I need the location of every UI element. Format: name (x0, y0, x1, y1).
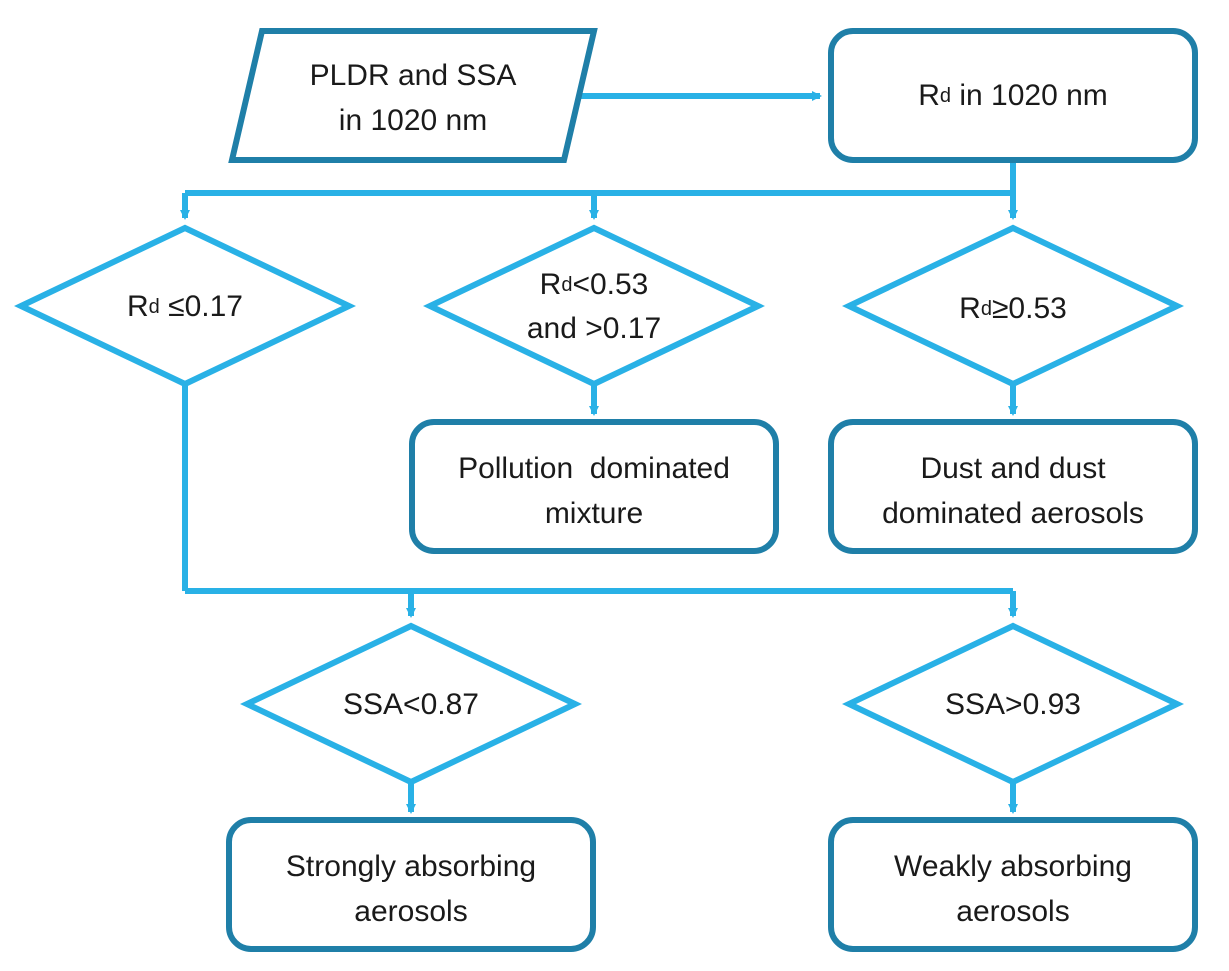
strong-line2: aerosols (354, 895, 467, 928)
cond-ssa-high-diamond (842, 622, 1184, 786)
cond-low-rest: ≤0.17 (160, 290, 243, 323)
pollution-box (409, 419, 779, 554)
dust-box (828, 419, 1198, 554)
input-parallelogram (228, 28, 598, 163)
cond-low-var: R (127, 290, 149, 323)
rd-rest: in 1020 nm (951, 79, 1108, 112)
weak-line1: Weakly absorbing (894, 850, 1132, 883)
cond-ssa-low-diamond (240, 622, 582, 786)
pollution-node: Pollution dominated mixture (409, 419, 779, 554)
weak-box (828, 817, 1198, 952)
connectors (180, 91, 1018, 814)
cond-high-label: Rd≥0.53 (959, 292, 1067, 325)
cond-low-diamond (14, 224, 356, 388)
dust-line1: Dust and dust (920, 452, 1106, 485)
cond-high-diamond (842, 224, 1184, 388)
cond-low-sub: d (149, 296, 160, 318)
cond-high-node: Rd≥0.53 (842, 224, 1184, 388)
cond-low-label: Rd ≤0.17 (127, 290, 243, 323)
strong-line1: Strongly absorbing (286, 850, 536, 883)
cond-mid-diamond (423, 224, 765, 388)
cond-ssa-low-label: SSA<0.87 (343, 688, 479, 721)
cond-ssa-low-node: SSA<0.87 (240, 622, 582, 786)
weak-line2: aerosols (956, 895, 1069, 928)
cond-high-sub: d (981, 298, 992, 320)
cond-high-rest: ≥0.53 (992, 292, 1067, 325)
cond-mid-node: Rd<0.53 and >0.17 (423, 224, 765, 388)
strong-node: Strongly absorbing aerosols (226, 817, 596, 952)
pollution-line1: Pollution dominated (458, 452, 730, 485)
cond-mid-var: R (540, 268, 562, 301)
cond-mid-line1: Rd<0.53 (540, 268, 649, 301)
cond-mid-line2: and >0.17 (527, 312, 661, 345)
cond-low-node: Rd ≤0.17 (14, 224, 356, 388)
cond-mid-rest: <0.53 (572, 268, 648, 301)
rd-var: R (918, 79, 940, 112)
pollution-line2: mixture (545, 497, 643, 530)
rd-label: Rd in 1020 nm (918, 79, 1108, 112)
cond-high-var: R (959, 292, 981, 325)
input-line1: PLDR and SSA (310, 59, 517, 92)
dust-node: Dust and dust dominated aerosols (828, 419, 1198, 554)
input-line2: in 1020 nm (339, 104, 487, 137)
strong-box (226, 817, 596, 952)
rd-node: Rd in 1020 nm (828, 28, 1198, 163)
dust-line2: dominated aerosols (882, 497, 1144, 530)
cond-ssa-high-label: SSA>0.93 (945, 688, 1081, 721)
cond-mid-sub: d (561, 274, 572, 296)
rd-sub: d (940, 85, 951, 107)
rd-box (828, 28, 1198, 163)
cond-ssa-high-node: SSA>0.93 (842, 622, 1184, 786)
input-node: PLDR and SSA in 1020 nm (228, 28, 598, 163)
weak-node: Weakly absorbing aerosols (828, 817, 1198, 952)
